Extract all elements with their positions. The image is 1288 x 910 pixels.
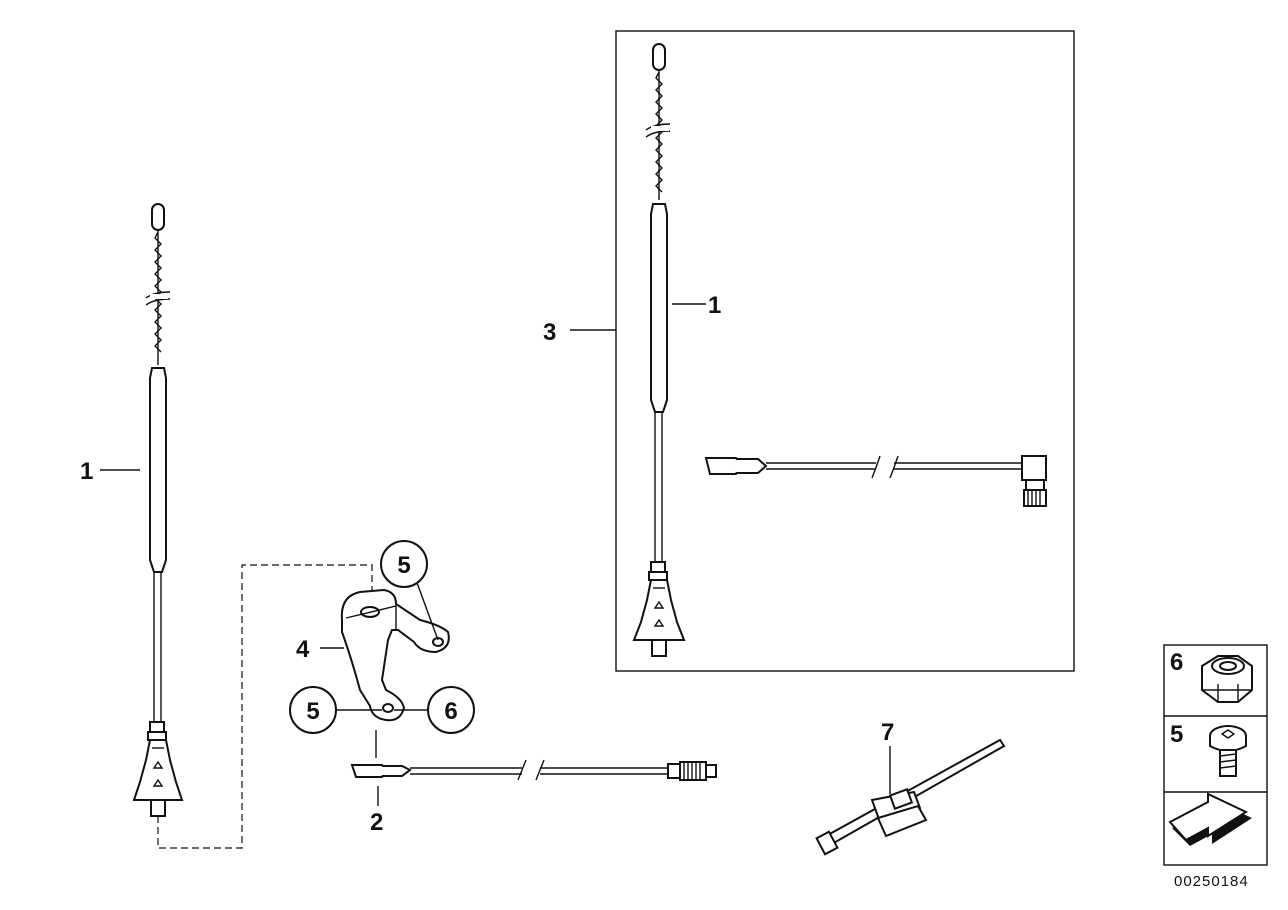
diagram-part-number: 00250184 — [1174, 873, 1249, 890]
cable-tie — [815, 738, 1006, 856]
callout-1-left: 1 — [80, 458, 93, 485]
callout-5-bottom: 5 — [306, 698, 319, 725]
callout-3: 3 — [543, 319, 556, 346]
kit-cable — [704, 455, 1047, 507]
nut-icon — [1201, 655, 1253, 703]
arrow-icon — [1168, 792, 1252, 846]
kit-frame — [615, 30, 1075, 672]
callout-circle-5-bottom — [289, 686, 337, 734]
callout-circle-5-top — [380, 540, 428, 588]
legend-panel: 6 5 — [1163, 644, 1268, 866]
rod-antenna-left — [132, 203, 373, 849]
callout-4: 4 — [296, 636, 310, 663]
legend-label-6: 6 — [1170, 649, 1183, 676]
legend-label-5: 5 — [1170, 721, 1183, 748]
antenna-bracket — [340, 588, 450, 722]
callout-7: 7 — [881, 719, 894, 746]
antenna-cable — [350, 759, 717, 781]
rod-antenna-kit — [632, 43, 686, 657]
callout-5-top: 5 — [397, 552, 410, 579]
callout-6: 6 — [444, 698, 457, 725]
callout-1-kit: 1 — [708, 292, 721, 319]
callout-circle-6 — [427, 686, 475, 734]
torx-bolt-icon — [1209, 725, 1247, 777]
callout-2: 2 — [370, 809, 383, 836]
